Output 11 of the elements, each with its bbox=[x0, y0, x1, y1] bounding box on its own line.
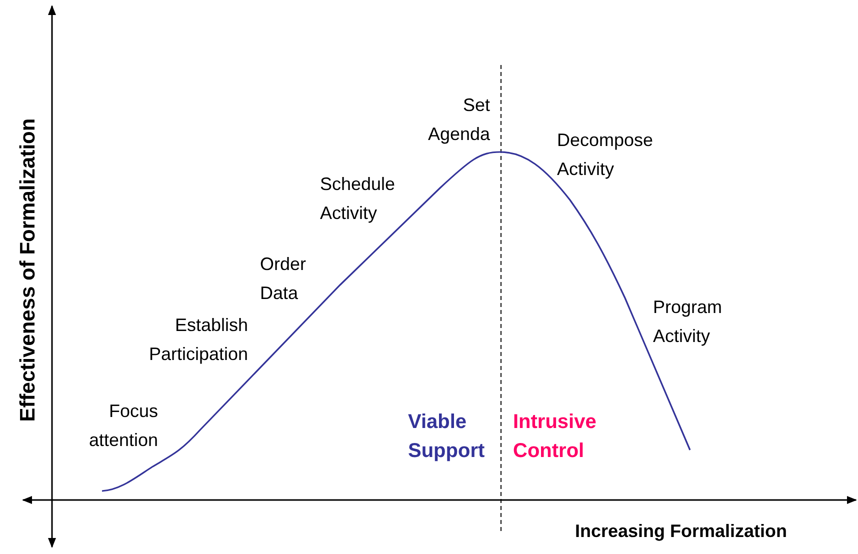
stage-label: Focus attention bbox=[88, 400, 158, 452]
stage-label: Decompose Activity bbox=[557, 129, 654, 181]
stage-label: Program Activity bbox=[653, 296, 722, 348]
axis-title: Increasing Formalization bbox=[575, 520, 788, 543]
stage-label: Order Data bbox=[260, 253, 306, 305]
stage-label: Establish Participation bbox=[148, 314, 248, 366]
stage-label: Schedule Activity bbox=[320, 173, 396, 225]
region-label: Intrusive Control bbox=[513, 410, 596, 464]
stage-label: Set Agenda bbox=[428, 94, 490, 146]
axis-title: Effectiveness of Formalization bbox=[16, 118, 40, 422]
region-label: Viable Support bbox=[408, 410, 485, 464]
